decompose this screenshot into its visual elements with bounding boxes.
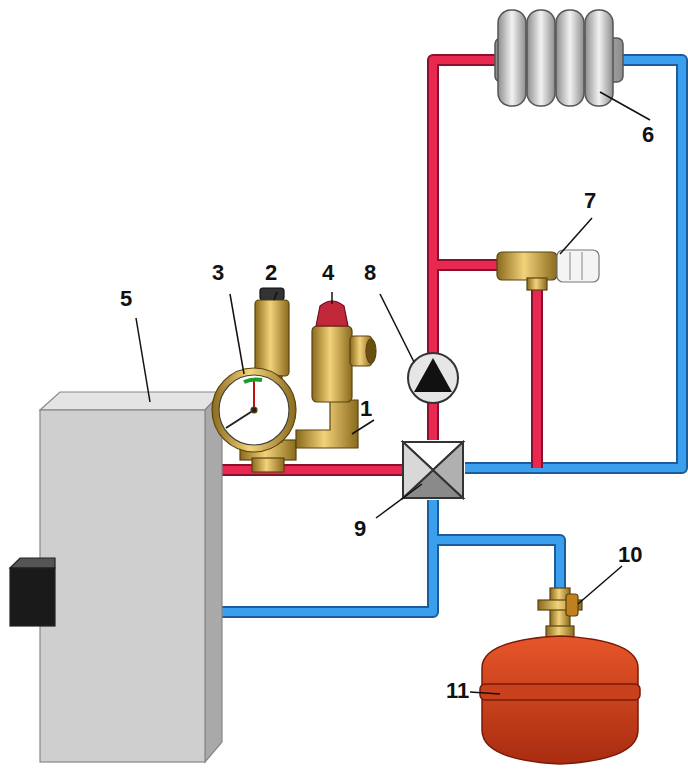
tank-valve: [538, 588, 582, 638]
callout-number: 7: [584, 190, 596, 212]
expansion-tank: [480, 636, 640, 764]
callout-number: 10: [618, 544, 642, 566]
leader-lines: [136, 92, 650, 694]
callout-number: 4: [322, 262, 334, 284]
radiator: [495, 10, 623, 106]
mixing-valve: [403, 442, 463, 498]
return-pipe: [205, 60, 682, 612]
callout-number: 5: [120, 288, 132, 310]
callout-number: 2: [265, 262, 277, 284]
safety-group: [212, 288, 376, 472]
callout-number: 11: [446, 680, 469, 702]
callout-number: 6: [642, 124, 654, 146]
supply-pipe: [205, 60, 537, 470]
thermostatic-valve: [497, 250, 599, 290]
callout-number: 8: [364, 262, 376, 284]
callout-number: 1: [360, 398, 372, 420]
circulation-pump: [408, 353, 458, 403]
callout-number: 9: [354, 518, 366, 540]
callout-number: 3: [212, 262, 224, 284]
boiler: [10, 392, 222, 762]
